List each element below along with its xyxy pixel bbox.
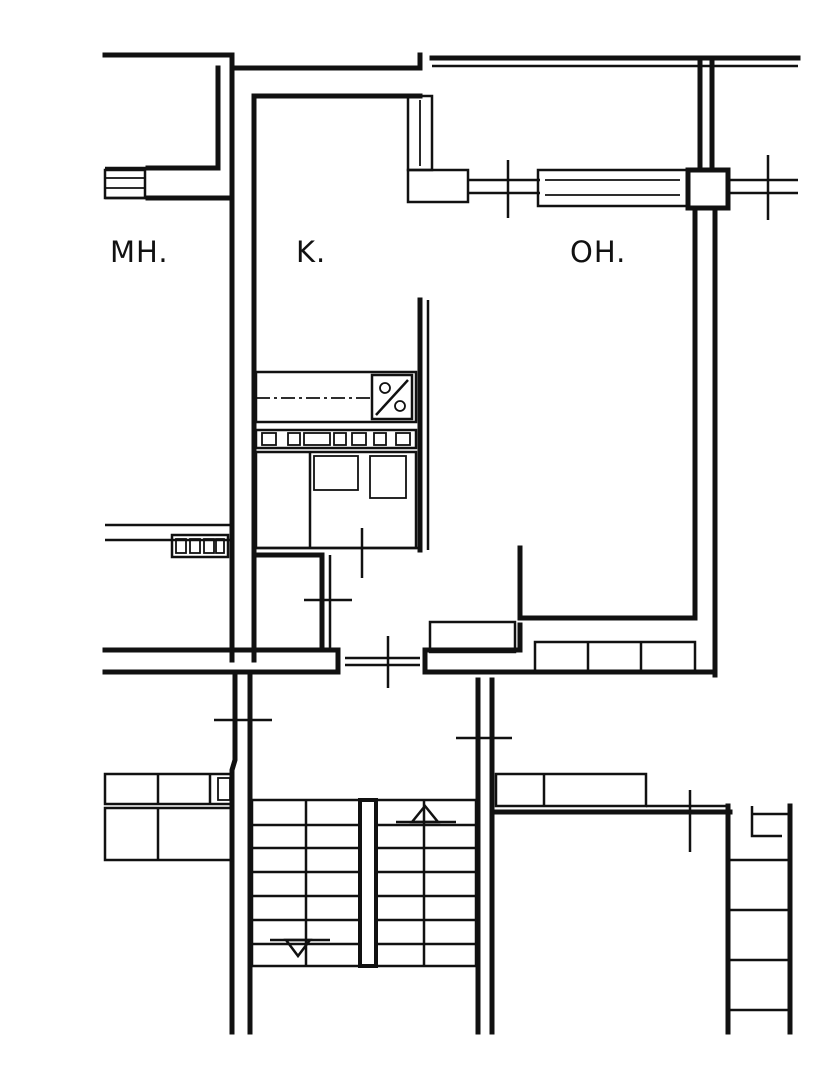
- wardrobe: [170, 528, 364, 653]
- doors: [345, 620, 697, 688]
- cabinets: [254, 450, 420, 550]
- kitchen-counter: [254, 297, 430, 553]
- room-label-oh: OH.: [570, 235, 626, 269]
- exterior-walls: [102, 52, 801, 678]
- stair-down-arrow: [270, 938, 330, 959]
- room-label-k: K.: [296, 235, 326, 269]
- windows: [103, 94, 798, 542]
- room-label-mh: MH.: [110, 235, 169, 269]
- lower-rooms: [103, 772, 793, 1035]
- stairwell: [214, 672, 512, 1035]
- stair-up-arrow: [396, 804, 456, 824]
- stove-icon: [370, 373, 414, 421]
